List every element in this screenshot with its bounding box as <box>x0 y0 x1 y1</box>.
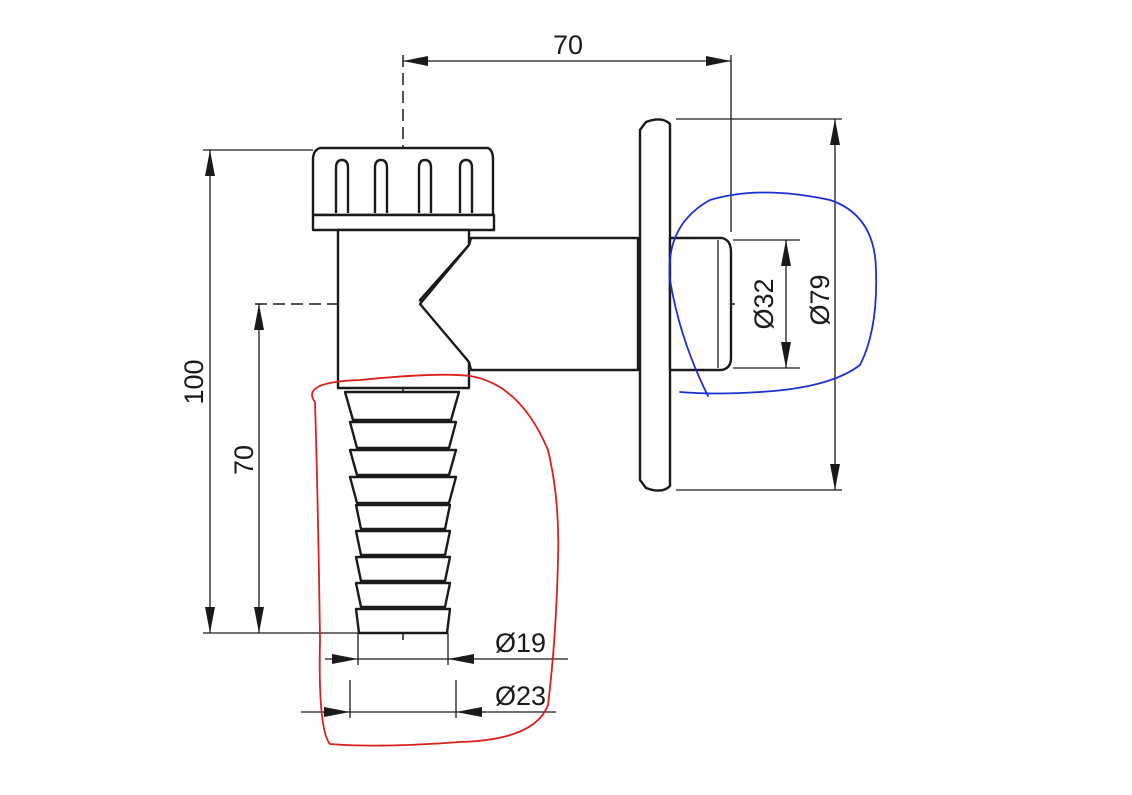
red-hand-drawn-circle <box>311 373 560 747</box>
blue-hand-drawn-circle <box>668 191 878 397</box>
horizontal-pipe <box>418 236 640 372</box>
dimension-top-width: 70 <box>403 30 732 232</box>
dimension-axis-height: 70 <box>229 304 264 633</box>
dimension-outlet-diameter: Ø32 <box>733 239 800 369</box>
dim-label-total-height: 100 <box>179 359 209 404</box>
dim-label-hose-inner-diameter: Ø19 <box>495 628 546 658</box>
hose-barb <box>343 390 461 635</box>
outlet-spigot <box>668 236 733 372</box>
dimension-flange-diameter: Ø79 <box>676 118 842 491</box>
dim-label-top-width: 70 <box>553 30 583 60</box>
dim-label-flange-diameter: Ø79 <box>805 274 835 325</box>
dim-label-axis-height: 70 <box>229 445 259 475</box>
dimension-hose-inner-diameter: Ø19 <box>325 628 568 665</box>
cap-slot-right <box>417 158 433 213</box>
dimension-hose-outer-diameter: Ø23 <box>301 680 556 718</box>
dim-label-outlet-diameter: Ø32 <box>749 278 779 329</box>
fitting-body <box>311 118 733 635</box>
cap-slot-middle <box>373 158 389 213</box>
cap-slot-left <box>334 158 350 213</box>
wall-flange <box>638 118 672 492</box>
dim-label-hose-outer-diameter: Ø23 <box>495 681 546 711</box>
cap-slot-far-right <box>458 158 474 213</box>
dimension-total-height: 100 <box>179 149 358 634</box>
cap-ring <box>311 213 496 232</box>
